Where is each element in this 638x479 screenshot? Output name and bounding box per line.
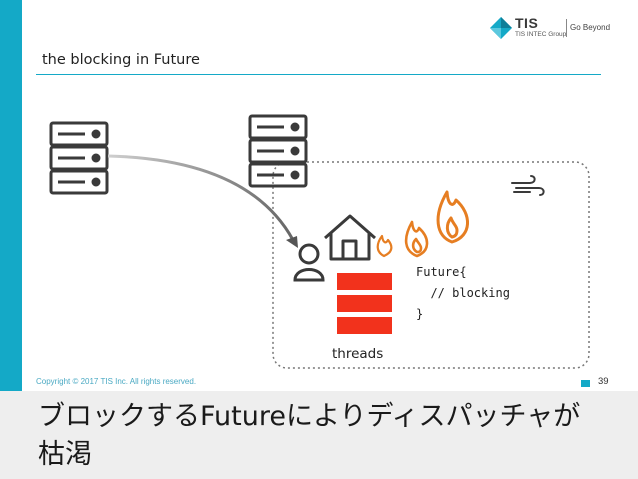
slide-caption: ブロックするFutureによりディスパッチャが枯渇 — [38, 401, 581, 470]
logo-tagline: Go Beyond — [570, 23, 611, 32]
threads-label: threads — [332, 346, 384, 362]
code-line: // blocking — [416, 286, 510, 300]
company-logo: TIS TIS INTEC Group Go Beyond — [490, 15, 610, 41]
server-icon — [248, 114, 308, 188]
thread-block — [337, 273, 392, 290]
user-icon — [293, 243, 325, 282]
logo-group: TIS INTEC Group — [515, 31, 567, 38]
server-icon — [49, 121, 109, 195]
request-arrow — [107, 154, 295, 241]
title-divider — [36, 74, 601, 75]
accent-sidebar — [0, 0, 22, 479]
code-line: Future{ — [416, 265, 467, 279]
house-icon — [324, 214, 376, 261]
wind-icon — [511, 175, 545, 196]
copyright-text: Copyright © 2017 TIS Inc. All rights res… — [36, 377, 197, 386]
logo-diamond-icon — [490, 17, 512, 39]
page-number: 39 — [598, 376, 609, 387]
logo-brand: TIS — [515, 15, 539, 31]
fire-icon — [404, 220, 429, 258]
thread-block — [337, 317, 392, 334]
fire-icon — [436, 190, 469, 244]
future-code-snippet: Future{ // blocking } — [416, 262, 510, 325]
caption-band — [0, 391, 638, 479]
fire-icon — [376, 234, 393, 258]
page-marker — [581, 380, 590, 387]
logo-separator — [566, 19, 567, 37]
arrow-head — [286, 236, 298, 248]
code-line: } — [416, 307, 424, 321]
thread-block — [337, 295, 392, 312]
slide-title: the blocking in Future — [42, 52, 200, 68]
